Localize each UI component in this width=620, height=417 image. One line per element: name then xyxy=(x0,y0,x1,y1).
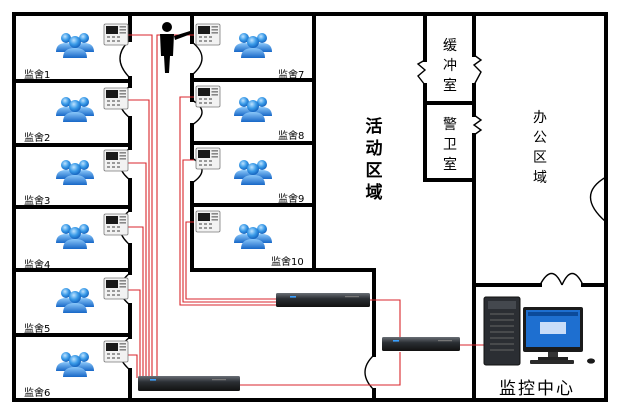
monitor-screen-icon xyxy=(523,307,595,364)
people-icon xyxy=(56,97,94,122)
terminal-cell-3 xyxy=(103,149,129,172)
cell-label-10: 监舍10 xyxy=(271,257,304,268)
people-icon xyxy=(56,288,94,313)
activity-area-label: 活 动 区 域 xyxy=(365,117,383,203)
terminal-cell-1 xyxy=(103,23,129,46)
people-icon xyxy=(234,160,272,185)
office-area-label: 办 公 区 域 xyxy=(533,110,547,186)
terminal-cell-8 xyxy=(195,85,221,108)
terminals xyxy=(103,23,221,363)
network-switch-mid xyxy=(382,337,460,351)
guard-person-icon xyxy=(160,22,191,73)
terminal-cell-2 xyxy=(103,87,129,110)
network-switch-upper xyxy=(276,293,370,307)
terminal-cell-10 xyxy=(195,210,221,233)
network-switch-lower xyxy=(138,376,240,391)
cables xyxy=(128,34,484,386)
people-icon xyxy=(56,33,94,58)
terminal-cell-5 xyxy=(103,277,129,300)
people-icon xyxy=(56,352,94,377)
cell-label-4: 监舍4 xyxy=(24,260,51,271)
server-tower-icon xyxy=(483,296,521,366)
cell-label-1: 监舍1 xyxy=(24,70,51,81)
people-icon xyxy=(56,160,94,185)
terminal-cell-6 xyxy=(103,340,129,363)
cell-label-5: 监舍5 xyxy=(24,324,51,335)
people-icon xyxy=(234,33,272,58)
walls xyxy=(12,12,608,402)
people-icon xyxy=(56,224,94,249)
cell-label-3: 监舍3 xyxy=(24,196,51,207)
people-icon xyxy=(234,224,272,249)
people-icon xyxy=(234,97,272,122)
cell-label-6: 监舍6 xyxy=(24,388,51,399)
cell-label-9: 监舍9 xyxy=(278,194,305,205)
terminal-cell-4 xyxy=(103,213,129,236)
cell-label-8: 监舍8 xyxy=(278,131,305,142)
buffer-room-label: 缓 冲 室 xyxy=(443,38,457,94)
guard-room-label: 警 卫 室 xyxy=(443,117,457,173)
cell-label-2: 监舍2 xyxy=(24,133,51,144)
cell-label-7: 监舍7 xyxy=(278,70,305,81)
terminal-cell-7 xyxy=(195,23,221,46)
terminal-cell-9 xyxy=(195,147,221,170)
monitor-center-label: 监控中心 xyxy=(499,379,575,399)
